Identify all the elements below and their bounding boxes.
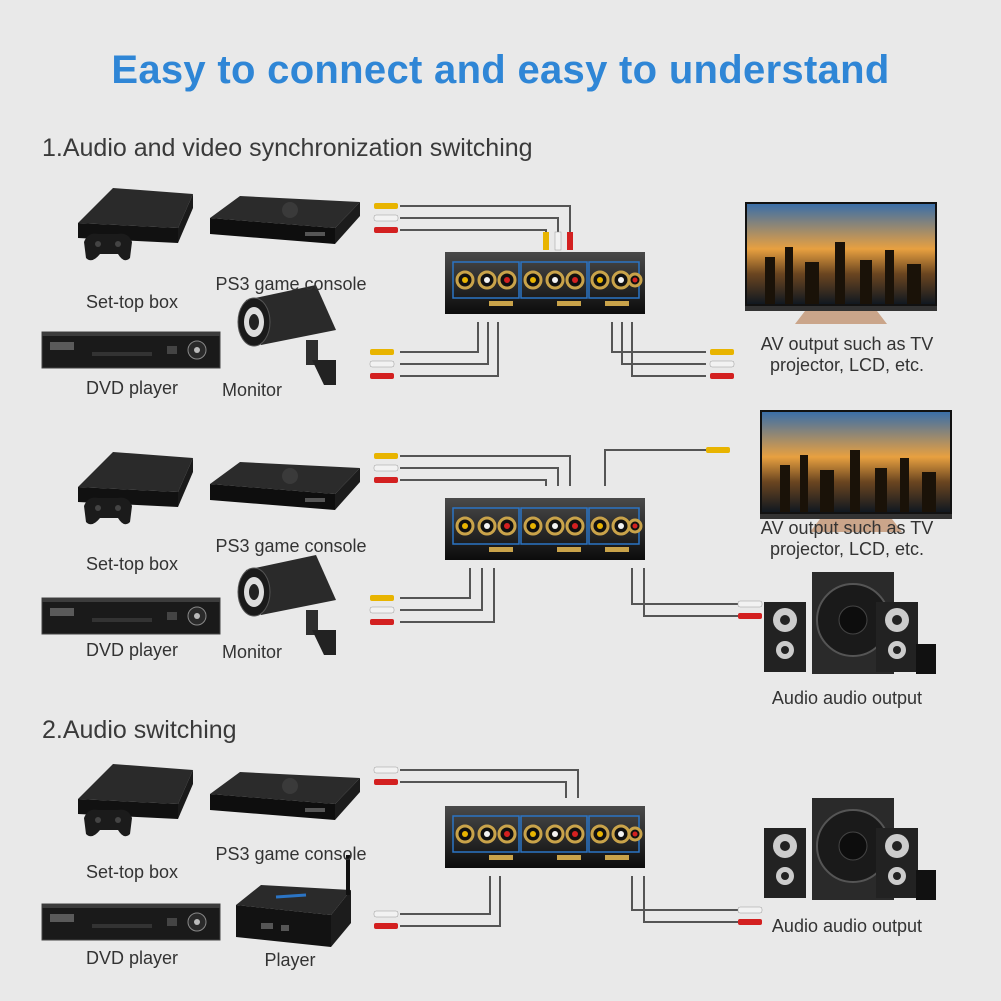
label-dvd-3: DVD player	[85, 948, 179, 968]
label-ps3-1: PS3 game console	[215, 274, 367, 294]
diagram-3	[41, 764, 937, 949]
label-monitor-1: Monitor	[221, 380, 283, 400]
label-player-3: Player	[264, 950, 316, 970]
page-title: Easy to connect and easy to understand	[111, 48, 890, 92]
diagram-2	[41, 410, 952, 675]
section-heading-av-sync: 1.Audio and video synchronization switch…	[42, 134, 533, 162]
label-ps3-2: PS3 game console	[215, 536, 367, 556]
diagram-1	[41, 188, 937, 386]
label-av-output-2: AV output such as TV projector, LCD, etc…	[760, 518, 934, 559]
label-set-top-box-2: Set-top box	[85, 554, 179, 574]
label-set-top-box-1: Set-top box	[85, 292, 179, 312]
label-audio-output-2: Audio audio output	[771, 688, 923, 708]
label-set-top-box-3: Set-top box	[85, 862, 179, 882]
label-av-output-1: AV output such as TV projector, LCD, etc…	[760, 334, 934, 375]
label-audio-output-3: Audio audio output	[771, 916, 923, 936]
label-dvd-2: DVD player	[85, 640, 179, 660]
section-heading-audio: 2.Audio switching	[42, 716, 237, 744]
label-dvd-1: DVD player	[85, 378, 179, 398]
label-monitor-2: Monitor	[221, 642, 283, 662]
label-ps3-3: PS3 game console	[215, 844, 367, 864]
